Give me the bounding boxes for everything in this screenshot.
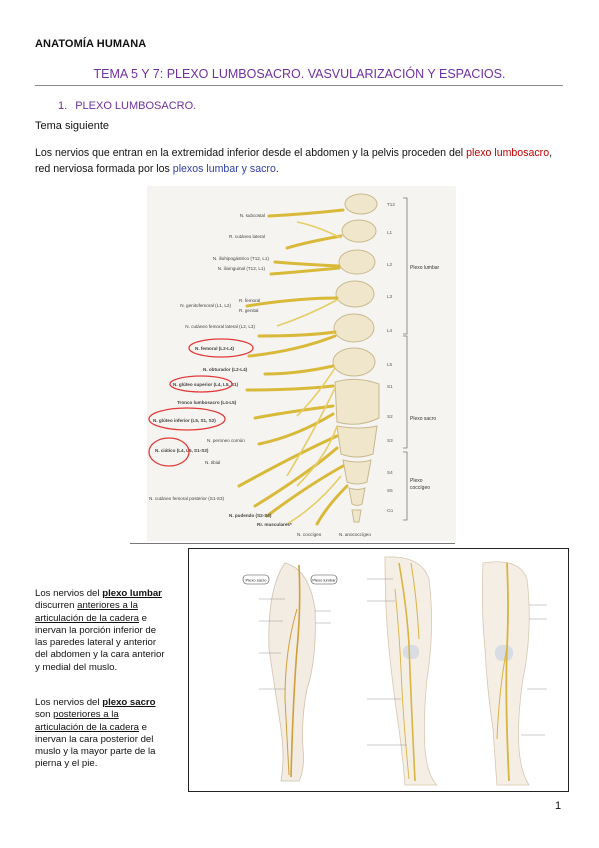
schematic-leg: Plexo sacro Plexo lumbar <box>242 562 338 782</box>
vertebra-label: S2 <box>387 414 393 419</box>
highlight-circle <box>188 338 254 358</box>
header-title: ANATOMÍA HUMANA <box>35 38 147 50</box>
lumbosacral-plexus-figure: N. subcostal R. cutáneo lateral N. ilioh… <box>147 186 456 541</box>
highlight-circle <box>169 375 233 393</box>
nerve-label: N. peroneo común <box>207 438 245 443</box>
nerve-label: N. glúteo superior (L4, L5, S1) <box>173 382 239 387</box>
nerve-label: Rr. musculares* <box>257 522 292 527</box>
nerve-label: N. cutáneo femoral lateral (L2, L3) <box>185 324 255 329</box>
subtitle-text: Tema siguiente <box>35 120 109 132</box>
nerve-label: N. femoral (L2-L4) <box>195 346 235 351</box>
vertebra-label: S4 <box>387 470 393 475</box>
vertebra-label: S3 <box>387 438 393 443</box>
lower-limb-nerves-figure: Plexo sacro Plexo lumbar <box>188 548 569 792</box>
main-title: TEMA 5 Y 7: PLEXO LUMBOSACRO. VASVULARIZ… <box>93 67 506 81</box>
plexus-nerves <box>237 208 349 526</box>
nerve-label: N. obturador (L2-L4) <box>203 367 248 372</box>
nerve-label: N. ilioinguinal (T12, L1) <box>218 266 266 271</box>
vertebra-label: L3 <box>387 294 393 299</box>
nerve-label: N. iliohipogástrico (T12, L1) <box>213 256 270 261</box>
anterior-leg <box>384 556 438 786</box>
title-divider <box>35 85 563 86</box>
plexus-lumbar-tag: Plexo lumbar <box>312 578 336 583</box>
vertebral-column <box>332 193 380 523</box>
highlight-circle <box>148 407 226 431</box>
section-title: PLEXO LUMBOSACRO. <box>75 100 197 112</box>
plexus-nerves-thin <box>276 221 342 525</box>
intro-highlight-blue: plexos lumbar y sacro <box>172 162 276 175</box>
vertebra-label: L2 <box>387 262 393 267</box>
nerve-label: N. cutáneo femoral posterior (S1-S3) <box>149 496 225 501</box>
nerve-label: Tronco lumbosacro (L4-L5) <box>177 400 237 405</box>
plexus-label-coccygeal: Plexo <box>410 478 423 484</box>
nerve-label: N. coccígeo <box>297 532 322 537</box>
nerve-label: N. glúteo inferior (L5, S1, S2) <box>153 418 216 423</box>
nerve-label: N. genitofemoral (L1, L2) <box>180 303 231 308</box>
nerve-label: R. femoral <box>239 298 260 303</box>
plexus-label-coccygeal: coccígeo <box>410 485 430 491</box>
intro-paragraph: Los nervios que entran en la extremidad … <box>35 146 555 177</box>
vertebra-label: L1 <box>387 230 393 235</box>
section-heading: 1. PLEXO LUMBOSACRO. <box>58 100 196 112</box>
intro-text-3: . <box>275 162 279 175</box>
nerve-label: N. tibial <box>205 460 220 465</box>
sacral-plexus-paragraph: Los nervios del plexo sacro son posterio… <box>35 697 156 770</box>
vertebra-label: S1 <box>387 384 393 389</box>
lumbar-plexus-paragraph: Los nervios del plexo lumbar discurren a… <box>35 588 165 673</box>
underline-anterior: anteriores a la articulación de la cader… <box>35 600 139 624</box>
nerve-label: N. ciático (L4, L5, S1-S3) <box>155 448 209 453</box>
nerve-label: R. cutáneo lateral <box>229 234 265 239</box>
term-plexo-lumbar: plexo lumbar <box>102 588 162 599</box>
intro-highlight-red: plexo lumbosacro <box>466 147 550 159</box>
plexus-label-sacro: Plexo sacro <box>410 416 436 422</box>
underline-posterior: posteriores a la articulación de la cade… <box>35 709 139 733</box>
intro-text-2: , red nerviosa formada por los <box>35 147 553 175</box>
nerve-label: R. genital <box>239 308 258 313</box>
nerve-label: N. anococcígeo <box>339 532 371 537</box>
nerve-label: N. pudendo (S2-S4) <box>229 513 272 518</box>
vertebra-label: S5 <box>387 488 393 493</box>
vertebra-label: T12 <box>387 202 395 207</box>
plexus-sacro-tag: Plexo sacro <box>246 578 268 583</box>
term-plexo-sacro: plexo sacro <box>102 697 156 708</box>
plexus-label-lumbar: Plexo lumbar <box>410 265 440 271</box>
posterior-leg <box>481 561 530 786</box>
section-number: 1. <box>58 100 68 112</box>
nerve-label: N. subcostal <box>240 213 265 218</box>
vertebra-label: L4 <box>387 328 393 333</box>
page-number: 1 <box>555 800 562 812</box>
highlight-circle <box>148 437 190 467</box>
vertebra-label: Co <box>387 508 393 513</box>
vertebra-label: L5 <box>387 362 393 367</box>
figure-underline <box>130 543 455 544</box>
intro-text-1: Los nervios que entran en la extremidad … <box>35 147 467 159</box>
